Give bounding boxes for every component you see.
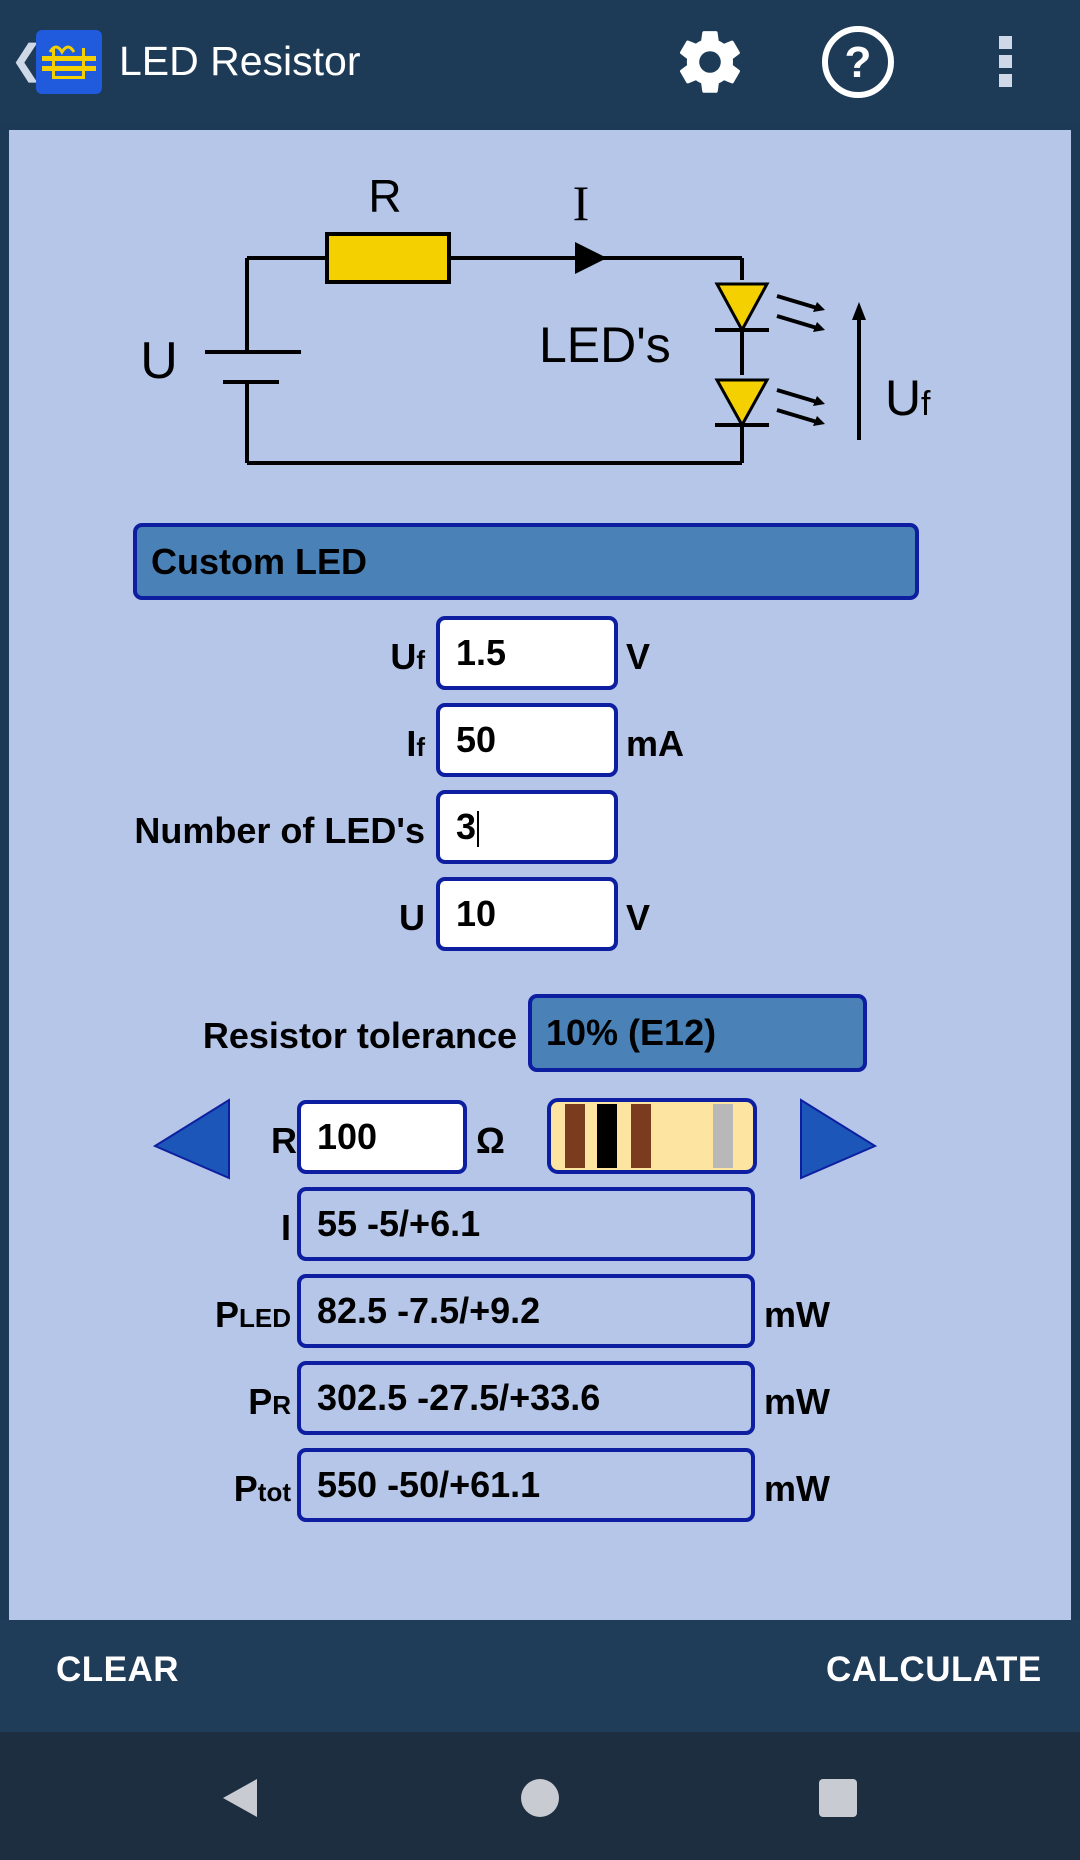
main-panel: R I U LED's U f Custom LED Uf 1.5 V If 5… [9,130,1071,1620]
tolerance-label: Resistor tolerance [202,1015,517,1056]
led-type-value: Custom LED [151,541,367,582]
action-bar: CLEAR CALCULATE [0,1620,1080,1732]
calculate-button[interactable]: CALCULATE [826,1650,1042,1689]
resistance-unit: Ω [476,1120,505,1161]
resistance-input[interactable]: 100 [297,1100,467,1174]
resistance-label: R [271,1120,297,1161]
if-label: If [406,723,425,764]
diagram-label-uf: U [885,370,921,426]
help-circle-icon[interactable]: ? [818,22,898,102]
tolerance-dropdown[interactable]: 10% (E12) [528,994,867,1072]
led-count-input[interactable]: 3 [436,790,618,864]
app-bar: ❮ LED Resistor ? [0,0,1080,125]
app-logo-icon[interactable] [36,30,102,94]
current-result: 55 -5/+6.1 [297,1187,755,1261]
clear-button[interactable]: CLEAR [56,1650,180,1689]
u-input[interactable]: 10 [436,877,618,951]
pled-unit: mW [764,1294,830,1335]
uf-label: Uf [390,636,425,677]
pled-result: 82.5 -7.5/+9.2 [297,1274,755,1348]
u-unit: V [626,897,651,938]
tolerance-value: 10% (E12) [546,1012,717,1053]
resistor-symbol [325,232,451,284]
band-2 [597,1104,617,1168]
if-input[interactable]: 50 [436,703,618,777]
led-type-dropdown[interactable]: Custom LED [133,523,919,600]
nav-home-icon[interactable] [500,1758,580,1838]
uf-input[interactable]: 1.5 [436,616,618,690]
band-3 [631,1104,651,1168]
ptot-label: Ptot [233,1468,291,1509]
pr-unit: mW [764,1381,830,1422]
nav-back-icon[interactable] [200,1758,280,1838]
current-label: I [280,1207,291,1248]
diagram-label-uf-sub: f [921,385,931,423]
diagram-label-u: U [140,332,178,390]
svg-text:?: ? [845,38,872,87]
led-count-label: Number of LED's [134,810,425,851]
if-unit: mA [626,723,685,764]
gear-icon[interactable] [670,22,750,102]
led-symbol-2 [714,378,770,429]
ptot-result: 550 -50/+61.1 [297,1448,755,1522]
triangle-right-icon[interactable] [799,1098,879,1180]
text-caret [477,811,480,848]
diagram-label-leds: LED's [539,317,671,373]
led-symbol-1 [714,282,770,334]
app-title: LED Resistor [119,38,361,84]
uf-unit: V [626,636,651,677]
band-4 [713,1104,733,1168]
diagram-label-i: I [573,175,590,231]
more-vert-icon[interactable] [966,22,1046,102]
pr-label: PR [248,1381,291,1422]
u-label: U [399,897,425,938]
triangle-left-icon[interactable] [151,1098,231,1180]
ptot-unit: mW [764,1468,830,1509]
diagram-label-r: R [368,170,401,222]
resistor-color-code [547,1098,757,1174]
band-1 [565,1104,585,1168]
circuit-diagram: R I U LED's U f [140,170,931,465]
pr-result: 302.5 -27.5/+33.6 [297,1361,755,1435]
pled-label: PLED [214,1294,291,1335]
system-nav-bar [0,1732,1080,1860]
nav-recents-icon[interactable] [798,1758,878,1838]
